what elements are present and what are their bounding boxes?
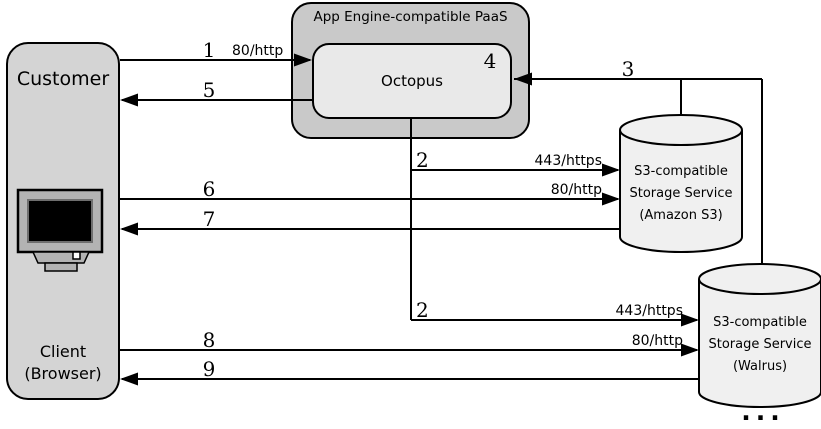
client-label-line1: Client [39, 342, 87, 361]
arrowhead-left-icon [120, 372, 138, 386]
amazon-label-line2: Storage Service [629, 186, 733, 201]
paas-label: App Engine-compatible PaaS [313, 9, 508, 25]
amazon-label-line3: (Amazon S3) [639, 208, 723, 223]
edge-9-number: 9 [202, 357, 216, 381]
edge-2a-number: 2 [416, 148, 429, 172]
arrowhead-right-icon [602, 192, 620, 206]
arrowhead-left-icon [120, 222, 138, 236]
walrus-label-line1: S3-compatible [713, 315, 807, 330]
edge-7-number: 7 [202, 207, 216, 231]
customer-label: Customer [16, 68, 110, 90]
arrowhead-left-icon [120, 93, 138, 107]
edge-2b-port-label: 443/https [615, 303, 683, 319]
edge-5-number: 5 [202, 78, 216, 102]
edge-3-number: 3 [621, 57, 635, 81]
octopus-node [312, 43, 512, 119]
edge-2b-number: 2 [416, 298, 429, 322]
arrowhead-right-icon [602, 163, 620, 177]
octopus-label: Octopus [381, 72, 443, 90]
walrus-label-line3: (Walrus) [732, 359, 788, 374]
arrowhead-right-icon [681, 313, 699, 327]
more-services-indicator: ... [741, 397, 785, 426]
edge-6-port-label: 80/http [550, 182, 602, 198]
walrus-label-line2: Storage Service [708, 337, 812, 352]
step-4-label: 4 [483, 49, 497, 73]
edge-1-number: 1 [202, 38, 216, 62]
edge-6-number: 6 [202, 177, 216, 201]
edge-8-port-label: 80/http [631, 333, 683, 349]
arrowhead-right-icon [681, 343, 699, 357]
edge-8-number: 8 [202, 328, 216, 352]
client-label-line2: (Browser) [24, 364, 102, 383]
edge-2a-port-label: 443/https [534, 153, 602, 169]
amazon-label-line1: S3-compatible [634, 164, 728, 179]
edge-1-port-label: 80/http [232, 43, 284, 59]
